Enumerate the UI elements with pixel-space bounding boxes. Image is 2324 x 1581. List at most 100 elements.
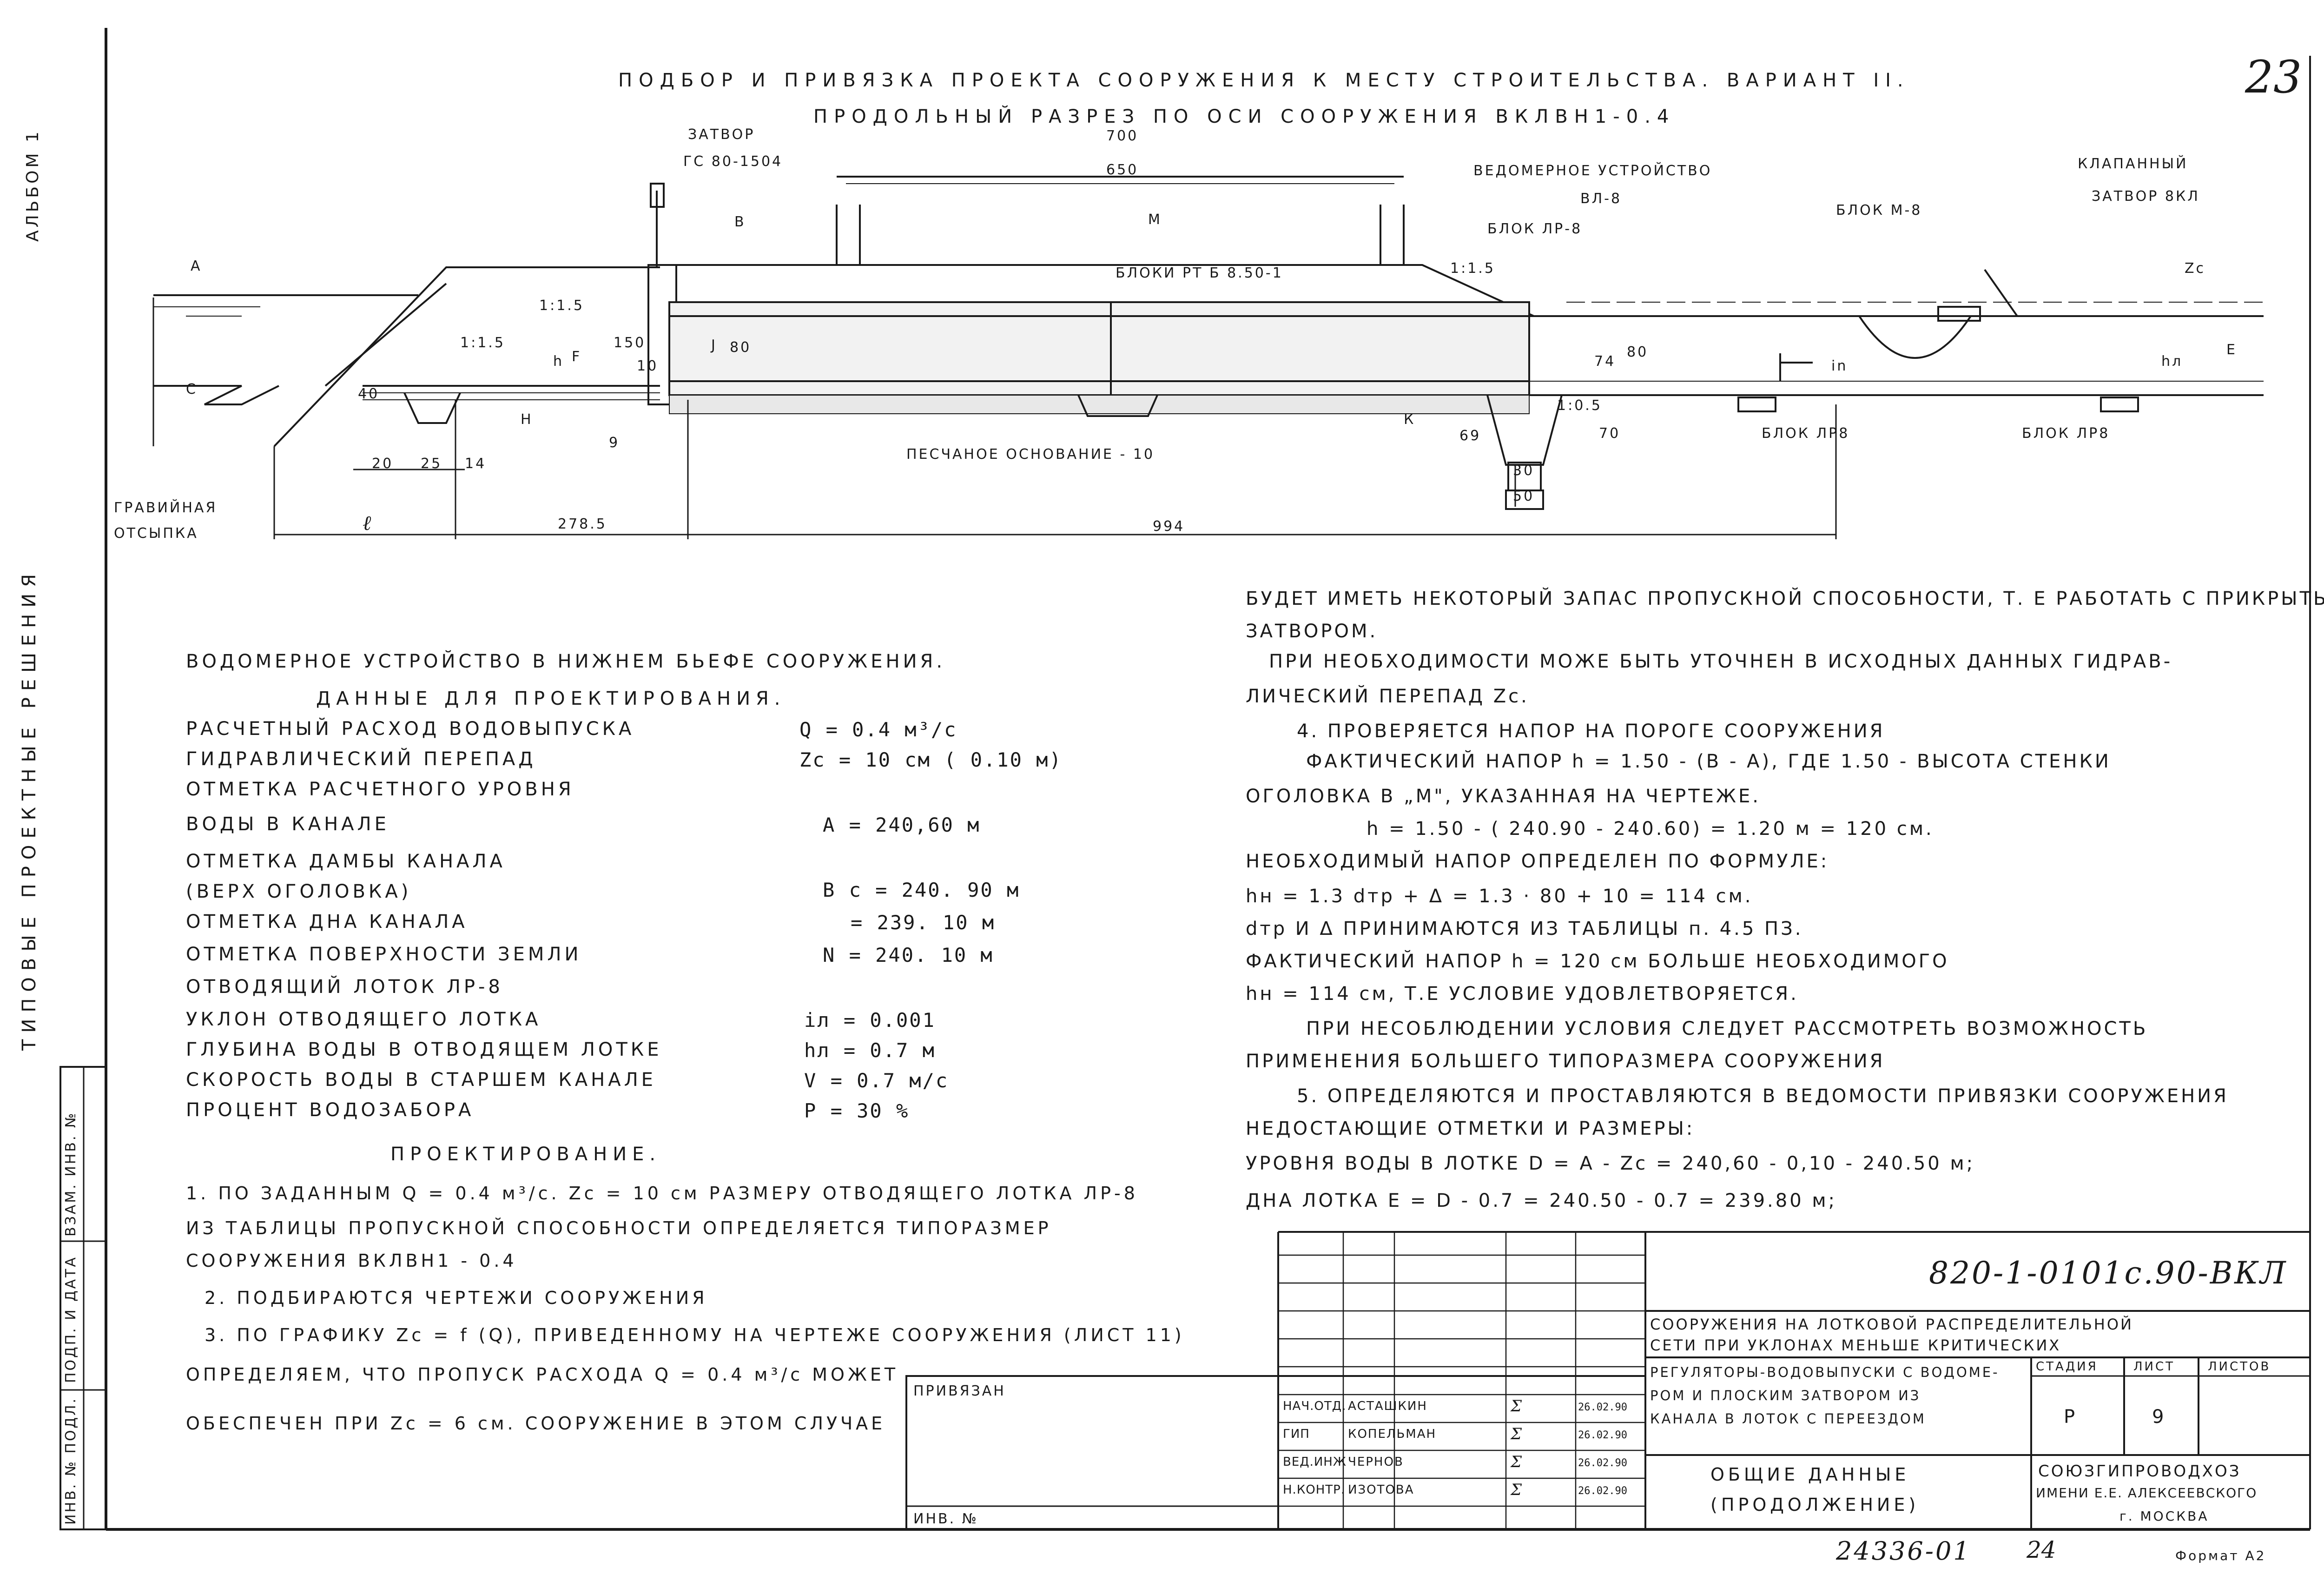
data-row-label: РАСЧЕТНЫЙ РАСХОД ВОДОВЫПУСКА (186, 718, 635, 740)
signature: Ʃ (1511, 1481, 1524, 1499)
right-text-line: ФАКТИЧЕСКИЙ НАПОР h = 1.50 - (B - A), ГД… (1306, 751, 2111, 772)
side-stamp-sign: ПОДП. И ДАТА (63, 1255, 79, 1383)
data-row-label: ОТМЕТКА ДНА КАНАЛА (186, 911, 468, 933)
dim-278: 278.5 (558, 516, 607, 532)
organization-name: ИМЕНИ Е.Е. АЛЕКСЕЕВСКОГО (2036, 1485, 2258, 1501)
series-side-label: ТИПОВЫЕ ПРОЕКТНЫЕ РЕШЕНИЯ (19, 567, 40, 1051)
block-lr8-bottom-1: БЛОК ЛР8 (1762, 425, 1850, 442)
signature: Ʃ (1511, 1397, 1524, 1416)
signature: Ʃ (1511, 1453, 1524, 1471)
dim-h: h (553, 353, 564, 370)
stamp-inv-no: ИНВ. № (913, 1511, 978, 1527)
stamp-desc: СЕТИ ПРИ УКЛОНАХ МЕНЬШЕ КРИТИЧЕСКИХ (1650, 1336, 2061, 1354)
dim-14: 14 (465, 456, 487, 472)
data-row-value: Zc = 10 см ( 0.10 м) (799, 748, 1063, 771)
signer-name: КОПЕЛЬМАН (1348, 1427, 1437, 1441)
dimension-lines (273, 400, 1837, 539)
dim-69: 69 (1459, 428, 1481, 444)
right-text-line: ОГОЛОВКА В „М", УКАЗАННАЯ НА ЧЕРТЕЖЕ. (1246, 786, 1761, 807)
sheet-value: 9 (2152, 1406, 2167, 1428)
label-k: К (1404, 411, 1416, 428)
data-row-value: iл = 0.001 (804, 1009, 936, 1032)
sheet-header: ЛИСТ (2133, 1360, 2175, 1374)
right-text-line: УРОВНЯ ВОДЫ В ЛОТКЕ D = A - Zc = 240,60 … (1246, 1153, 1975, 1174)
block-lr8-top: БЛОК ЛР-8 (1487, 221, 1583, 237)
sign-date: 26.02.90 (1578, 1402, 1627, 1413)
stage-value: Р (2064, 1406, 2078, 1428)
data-row-label: ВОДЫ В КАНАЛЕ (186, 814, 390, 835)
side-stamp-inv: ИНВ. № ПОДЛ. (63, 1396, 79, 1525)
label-j: J (711, 337, 717, 353)
dim-30: 30 (1513, 463, 1535, 479)
design-line: 3. ПО ГРАФИКУ Zc = f (Q), ПРИВЕДЕННОМУ Н… (205, 1325, 1185, 1345)
upstream-channel (152, 183, 677, 447)
sheets-header: ЛИСТОВ (2208, 1360, 2271, 1374)
label-h-point: Н (521, 411, 533, 428)
data-row-label: ОТМЕТКА ПОВЕРХНОСТИ ЗЕМЛИ (186, 944, 582, 965)
data-row-value: V = 0.7 м/с (804, 1069, 949, 1092)
stamp-desc: СООРУЖЕНИЯ НА ЛОТКОВОЙ РАСПРЕДЕЛИТЕЛЬНОЙ (1650, 1316, 2133, 1333)
data-row-value: hл = 0.7 м (804, 1039, 936, 1062)
right-text-line: ПРИМЕНЕНИЯ БОЛЬШЕГО ТИПОРАЗМЕРА СООРУЖЕН… (1246, 1051, 1885, 1072)
data-row-label: УКЛОН ОТВОДЯЩЕГО ЛОТКА (186, 1009, 541, 1030)
right-text-line: ЛИЧЕСКИЙ ПЕРЕПАД Zc. (1246, 686, 1529, 707)
label-a: А (191, 258, 202, 274)
right-text-line: hн = 1.3 dтр + Δ = 1.3 · 80 + 10 = 114 с… (1246, 886, 1753, 907)
data-row-label: ГИДРАВЛИЧЕСКИЙ ПЕРЕПАД (186, 748, 536, 770)
stamp-desc: РОМ И ПЛОСКИМ ЗАТВОРОМ ИЗ (1650, 1388, 1921, 1403)
dim-10: 10 (637, 358, 659, 374)
sign-date: 26.02.90 (1578, 1457, 1627, 1469)
dim-70: 70 (1599, 425, 1621, 442)
data-row-label: ПРОЦЕНТ ВОДОЗАБОРА (186, 1099, 475, 1121)
page-number: 24 (2027, 1536, 2056, 1563)
dim-700: 700 (1106, 128, 1139, 144)
right-text-line: БУДЕТ ИМЕТЬ НЕКОТОРЫЙ ЗАПАС ПРОПУСКНОЙ С… (1246, 588, 2324, 609)
stage-header: СТАДИЯ (2036, 1360, 2098, 1374)
page-title: ПОДБОР И ПРИВЯЗКА ПРОЕКТА СООРУЖЕНИЯ К М… (618, 70, 1910, 91)
document-code: 820-1-0101с.90-ВКЛ (1929, 1255, 2288, 1291)
signer-name: ЧЕРНОВ (1348, 1455, 1404, 1469)
dim-l: ℓ (363, 511, 374, 535)
downstream-channel (1529, 269, 2264, 412)
dim-20: 20 (372, 456, 394, 472)
label-f: F (572, 349, 582, 365)
side-stamp-replace: ВЗАМ. ИНВ. № (63, 1111, 79, 1237)
slope-1: 1:1.5 (460, 335, 505, 351)
signer-role: НАЧ.ОТД. (1283, 1399, 1347, 1413)
signer-name: ИЗОТОВА (1348, 1483, 1414, 1497)
stamp-desc: РЕГУЛЯТОРЫ-ВОДОВЫПУСКИ С ВОДОМЕ- (1650, 1364, 2000, 1380)
right-text-line: h = 1.50 - ( 240.90 - 240.60) = 1.20 м =… (1367, 818, 1934, 840)
label-in: in (1831, 358, 1848, 374)
design-data-heading: ДАННЫЕ ДЛЯ ПРОЕКТИРОВАНИЯ. (316, 688, 786, 709)
right-text-line: ПРИ НЕОБХОДИМОСТИ МОЖЕ БЫТЬ УТОЧНЕН В ИС… (1269, 651, 2173, 672)
meter-device-label: ВЕДОМЕРНОЕ УСТРОЙСТВО (1473, 163, 1712, 179)
valve-label: КЛАПАННЫЙ (2078, 156, 2188, 172)
right-text-line: ФАКТИЧЕСКИЙ НАПОР h = 120 см БОЛЬШЕ НЕОБ… (1246, 951, 1949, 972)
right-text-line: ЗАТВОРОМ. (1246, 621, 1378, 642)
valve-label-2: ЗАТВОР 8КЛ (2092, 188, 2200, 205)
design-line: СООРУЖЕНИЯ ВКЛВН1 - 0.4 (186, 1250, 517, 1271)
data-row-value: A = 240,60 м (823, 814, 981, 836)
slope-4: 1:0.5 (1557, 397, 1602, 414)
data-row-value: Q = 0.4 м³/с (799, 718, 957, 741)
design-line: 2. ПОДБИРАЮТСЯ ЧЕРТЕЖИ СООРУЖЕНИЯ (205, 1288, 708, 1308)
paper-format: Формат А2 (2175, 1548, 2266, 1563)
signer-name: АСТАШКИН (1348, 1399, 1427, 1413)
data-row-label: ОТВОДЯЩИЙ ЛОТОК ЛР-8 (186, 976, 503, 998)
data-row-label: ОТМЕТКА РАСЧЕТНОГО УРОВНЯ (186, 779, 574, 800)
meter-heading: ВОДОМЕРНОЕ УСТРОЙСТВО В НИЖНЕМ БЬЕФЕ СОО… (186, 651, 946, 672)
sign-date: 26.02.90 (1578, 1429, 1627, 1441)
gravel-label-2: ОТСЫПКА (114, 525, 198, 542)
data-row-value: = 239. 10 м (851, 911, 996, 934)
right-text-line: ПРИ НЕСОБЛЮДЕНИИ УСЛОВИЯ СЛЕДУЕТ РАССМОТ… (1306, 1018, 2148, 1039)
slope-3: 1:1.5 (1450, 260, 1495, 277)
design-line: 1. ПО ЗАДАННЫМ Q = 0.4 м³/с. Zc = 10 см … (186, 1183, 1138, 1204)
right-text-line: НЕОБХОДИМЫЙ НАПОР ОПРЕДЕЛЕН ПО ФОРМУЛЕ: (1246, 851, 1829, 872)
gate-code: ГС 80-1504 (683, 153, 783, 170)
right-text-line: 5. ОПРЕДЕЛЯЮТСЯ И ПРОСТАВЛЯЮТСЯ В ВЕДОМО… (1297, 1085, 2229, 1107)
right-text-line: dтр И Δ ПРИНИМАЮТСЯ ИЗ ТАБЛИЦЫ п. 4.5 ПЗ… (1246, 918, 1803, 939)
organization: СОЮЗГИПРОВОДХОЗ (2038, 1462, 2241, 1481)
data-row-label: (ВЕРХ ОГОЛОВКА) (186, 881, 412, 902)
right-text-line: НЕДОСТАЮЩИЕ ОТМЕТКИ И РАЗМЕРЫ: (1246, 1118, 1695, 1139)
